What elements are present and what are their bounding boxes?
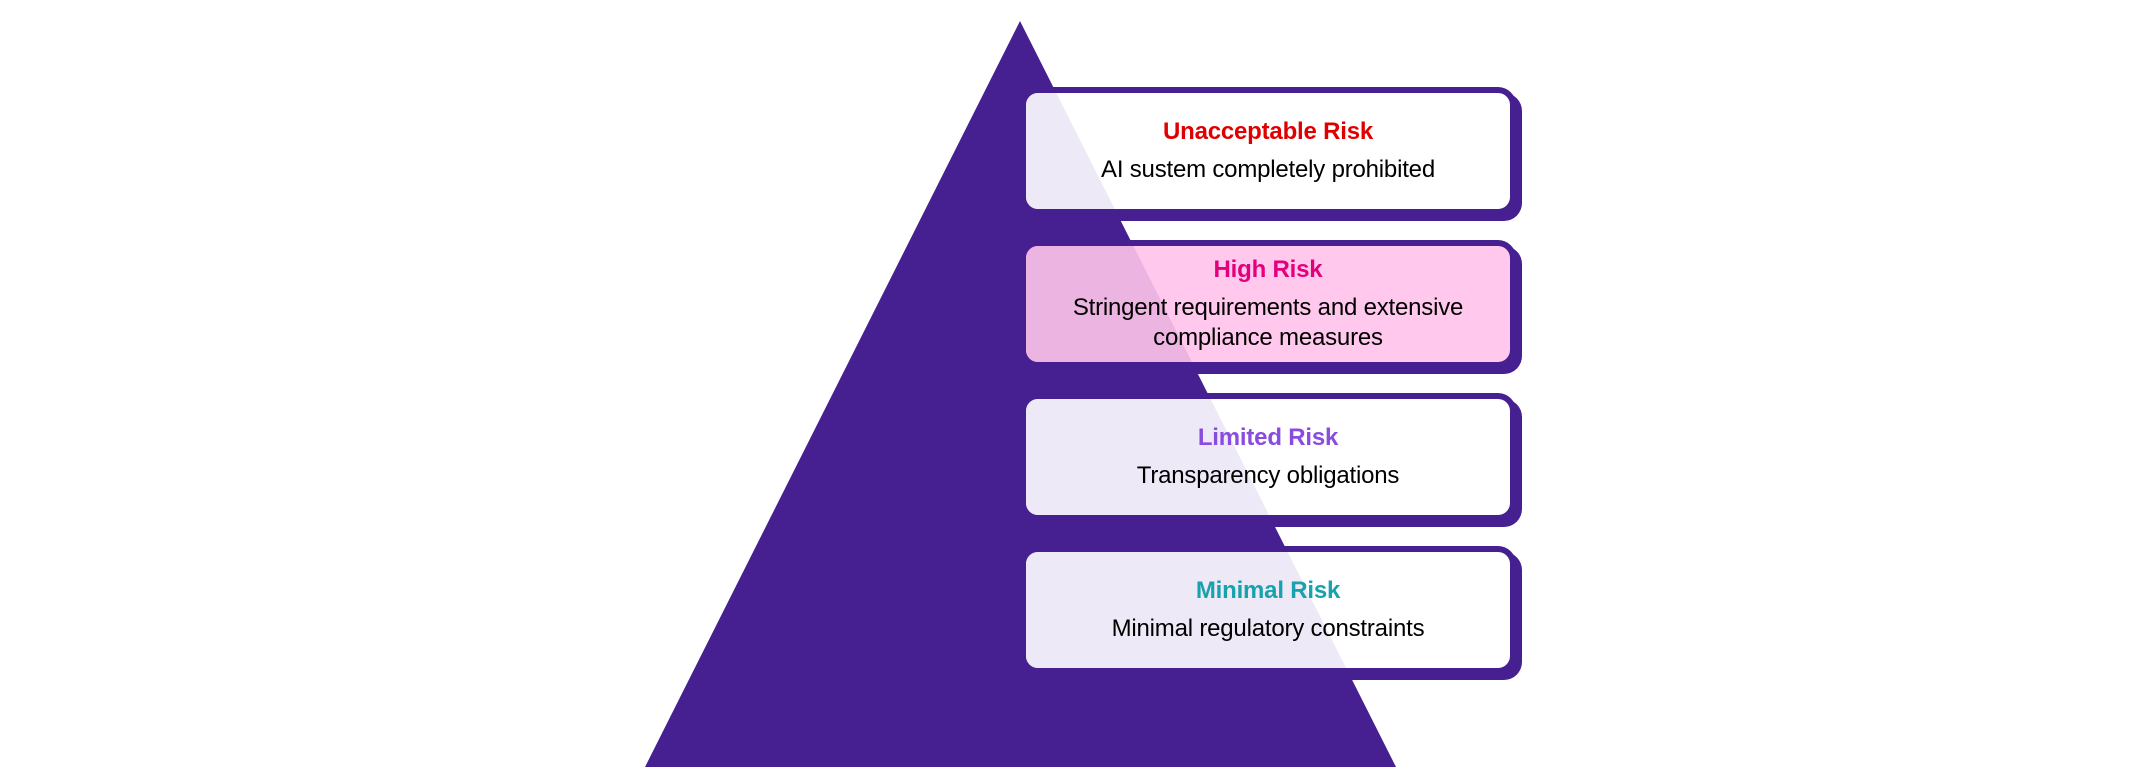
tier-description: AI sustem completely prohibited	[1101, 156, 1435, 183]
tier-high-risk: High Risk Stringent requirements and ext…	[1020, 240, 1516, 368]
tier-description: Transparency obligations	[1136, 462, 1400, 489]
pyramid-overlap	[1026, 246, 1192, 362]
pyramid-overlap	[1026, 93, 1115, 209]
tier-description: Minimal regulatory constraints	[1111, 615, 1425, 642]
tier-background	[1026, 93, 1115, 209]
tier-title: Minimal Risk	[1195, 577, 1341, 604]
tier-title: Limited Risk	[1197, 424, 1339, 451]
tier-background	[1026, 552, 1347, 668]
tier-limited-risk: Limited Risk Transparency obligations	[1020, 393, 1516, 521]
tier-unacceptable-risk: Unacceptable Risk AI sustem completely p…	[1020, 87, 1516, 215]
tier-background	[1026, 246, 1192, 362]
tier-title: High Risk	[1213, 256, 1323, 283]
tier-minimal-risk: Minimal Risk Minimal regulatory constrai…	[1020, 546, 1516, 674]
tier-description: Stringent requirements and extensive com…	[1072, 294, 1464, 351]
pyramid-overlap	[1026, 552, 1347, 668]
tier-title: Unacceptable Risk	[1162, 118, 1374, 145]
pyramid-overlap	[1026, 399, 1269, 515]
tier-background	[1026, 399, 1269, 515]
